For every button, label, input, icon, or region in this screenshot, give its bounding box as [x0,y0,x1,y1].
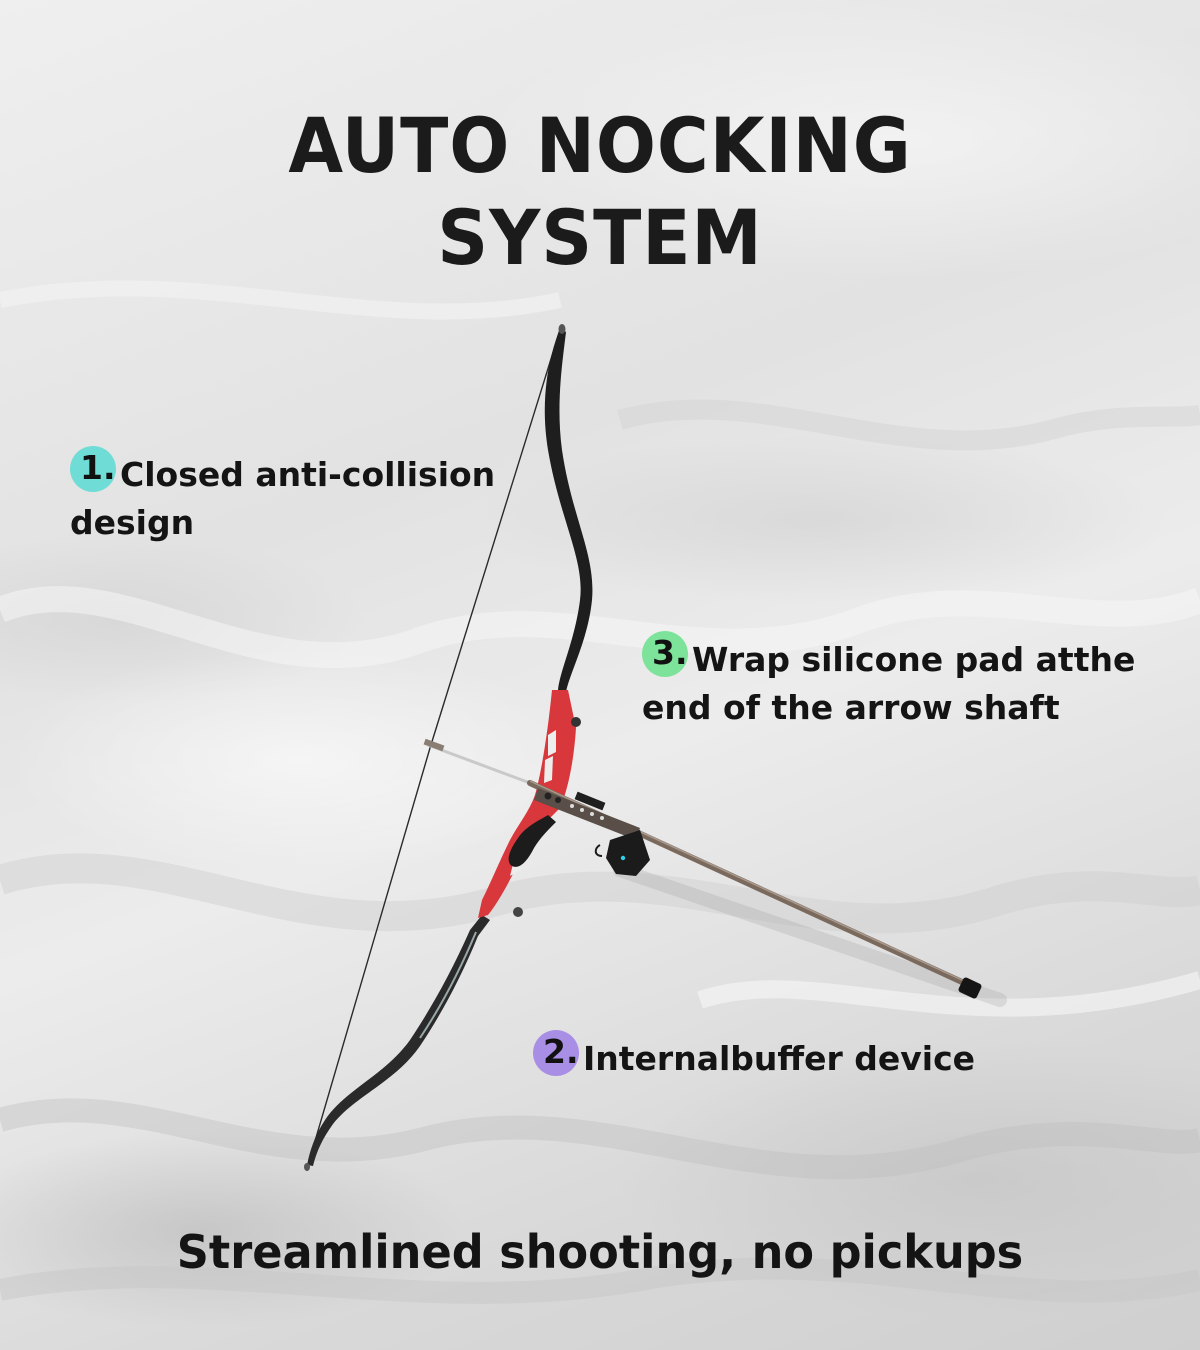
callout-buffer-device: 2. Internalbuffer device [533,1030,1053,1083]
callout-anti-collision: 1. Closed anti-collision design [70,446,540,547]
number-badge-2: 2. [533,1030,579,1076]
tagline: Streamlined shooting, no pickups [176,1225,1024,1279]
title-line-1: AUTO NOCKING [288,101,912,190]
callout-text-1: Closed anti-collision design [70,455,496,542]
title-line-2: SYSTEM [437,193,763,282]
bow-string [307,329,561,1166]
riser [478,690,581,918]
callout-text-3: Wrap silicone pad atthe end of the arrow… [642,640,1136,727]
callout-silicone-pad: 3. Wrap silicone pad atthe end of the ar… [642,631,1182,732]
upper-limb [544,324,593,692]
number-badge-1: 1. [70,446,116,492]
arrow-rest-rail [534,788,640,840]
lower-limb [304,915,490,1171]
callout-text-2: Internalbuffer device [583,1039,976,1078]
auto-nocking-device [594,830,650,876]
page-title: AUTO NOCKING SYSTEM [42,100,1158,284]
number-badge-3: 3. [642,631,688,677]
